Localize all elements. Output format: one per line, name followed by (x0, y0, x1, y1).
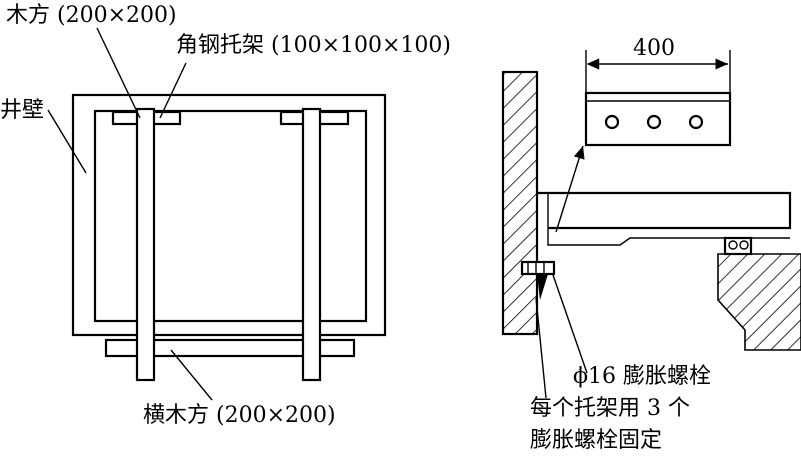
vertical-timber-left (135, 107, 156, 382)
bolt-hole-2 (646, 114, 662, 130)
expansion-bolt-anchor (537, 274, 548, 300)
leader-bracket (159, 62, 187, 119)
cross-timber (104, 338, 356, 358)
bracket-arm (537, 191, 792, 230)
label-angle-bracket: 角钢托架 (100×100×100) (176, 33, 451, 58)
right-section-view: 400 ϕ16 膨胀螺栓 每个托架用 3 个 膨胀螺栓固定 (501, 36, 801, 453)
vertical-timber-right (301, 107, 322, 382)
shaft-wall-section (501, 70, 539, 336)
shaft-wall-inner (93, 109, 368, 323)
bracket-detail (584, 91, 732, 147)
bracket-underside (547, 193, 790, 246)
leader-cross-timber (170, 349, 213, 401)
label-bolt: ϕ16 膨胀螺栓 (573, 364, 711, 389)
shaft-wall-outer (71, 93, 387, 337)
label-dimension: 400 (633, 36, 675, 61)
leader-wall (47, 109, 87, 174)
label-shaft-wall: 井壁 (0, 98, 44, 123)
concrete-support (717, 253, 801, 351)
label-cross-timber: 横木方 (200×200) (143, 403, 336, 428)
bolt-hole-1 (604, 114, 620, 130)
bolt-hole-3 (688, 114, 704, 130)
label-note-line2: 膨胀螺栓固定 (530, 428, 662, 453)
detail-arrow (555, 145, 585, 233)
support-block (723, 236, 753, 256)
leader-note (535, 297, 547, 399)
label-note-line1: 每个托架用 3 个 (530, 396, 690, 421)
leader-bolt (552, 274, 588, 374)
leader-timber (96, 27, 141, 119)
label-timber-top: 木方 (200×200) (6, 3, 177, 28)
expansion-bolt-nut (520, 260, 556, 276)
left-plan-view: 木方 (200×200) 角钢托架 (100×100×100) 井壁 横木方 (… (0, 3, 451, 428)
